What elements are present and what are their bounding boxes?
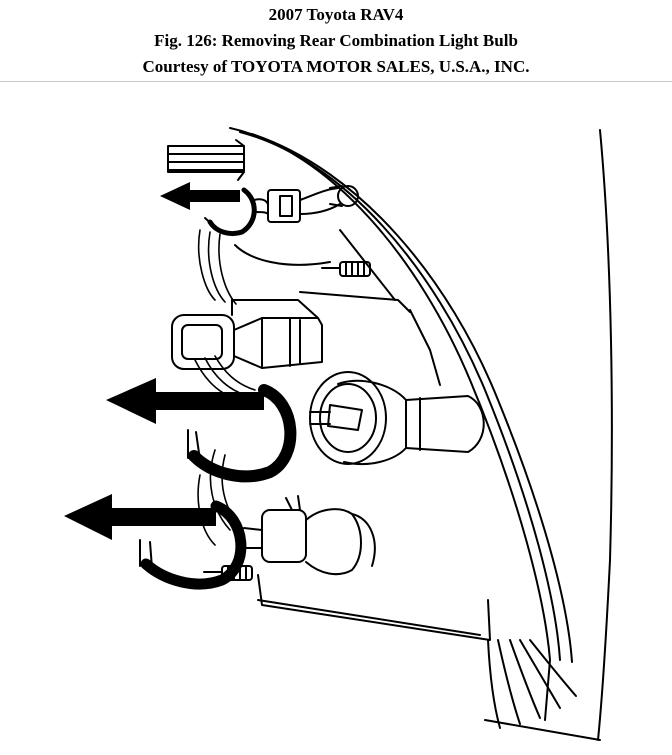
removal-arrow-lower: [64, 494, 247, 590]
vehicle-title: 2007 Toyota RAV4: [268, 5, 404, 24]
middle-bulb-socket: [309, 371, 485, 466]
upper-connector: [167, 139, 359, 223]
figure-area: [0, 82, 672, 755]
removal-arrow-middle: [106, 378, 297, 483]
screw-upper: [321, 261, 371, 277]
removal-arrow-upper: [160, 182, 257, 237]
lower-bulb-socket: [243, 495, 376, 576]
figure-caption: Fig. 126: Removing Rear Combination Ligh…: [154, 31, 518, 50]
header-divider: [0, 81, 672, 82]
lamp-housing: [234, 229, 491, 641]
page-header: 2007 Toyota RAV4 Fig. 126: Removing Rear…: [0, 0, 672, 82]
lamp-lens-outline: [229, 127, 613, 741]
middle-connector: [171, 299, 323, 370]
wire-harness: [194, 229, 256, 546]
rear-light-illustration: [64, 127, 613, 741]
courtesy-line: Courtesy of TOYOTA MOTOR SALES, U.S.A., …: [142, 57, 530, 76]
